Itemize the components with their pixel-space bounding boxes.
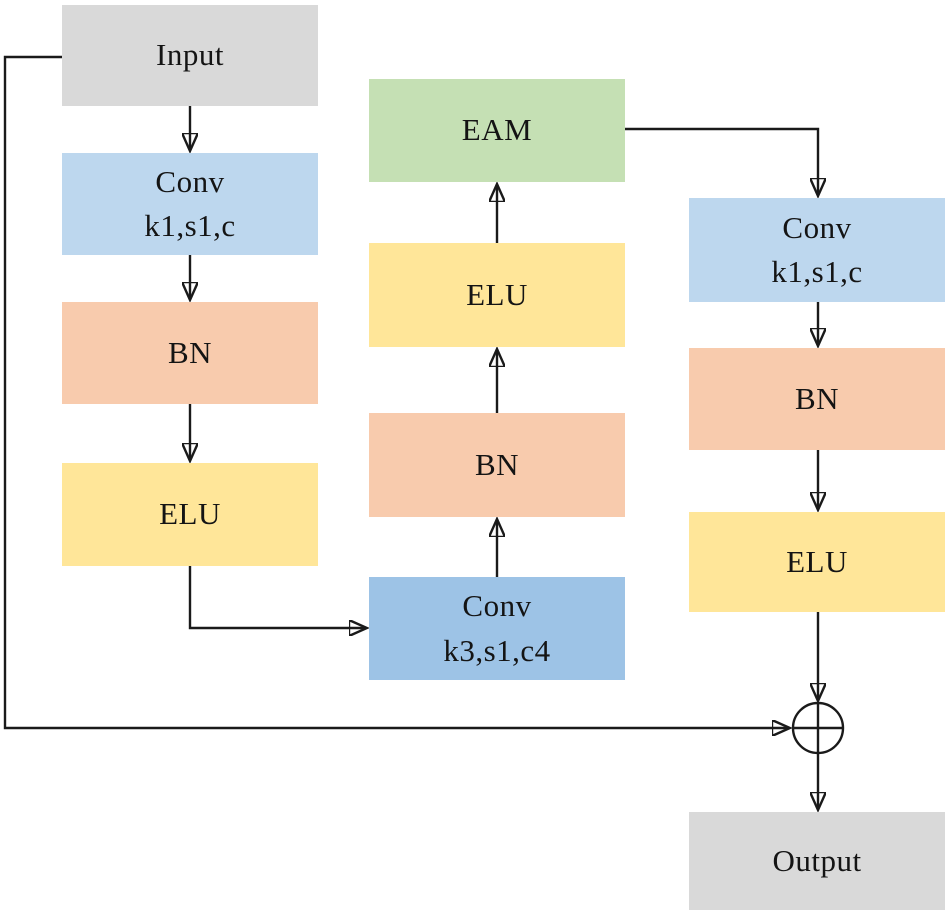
sum-node: [791, 701, 845, 755]
node-conv1: Conv k1,s1,c: [62, 153, 318, 255]
node-conv2: Conv k3,s1,c4: [369, 577, 625, 680]
node-bn3: BN: [689, 348, 945, 450]
edge-elu1-conv2: [188, 566, 366, 628]
edge-eam-conv3: [625, 127, 818, 195]
node-output: Output: [689, 812, 945, 910]
node-input: Input: [62, 5, 318, 106]
node-elu2: ELU: [369, 243, 625, 347]
node-bn2: BN: [369, 413, 625, 517]
node-elu3: ELU: [689, 512, 945, 612]
node-conv3: Conv k1,s1,c: [689, 198, 945, 302]
node-eam: EAM: [369, 79, 625, 182]
node-bn1: BN: [62, 302, 318, 404]
edge-input-sum-skip: [3, 55, 789, 728]
node-elu1: ELU: [62, 463, 318, 566]
